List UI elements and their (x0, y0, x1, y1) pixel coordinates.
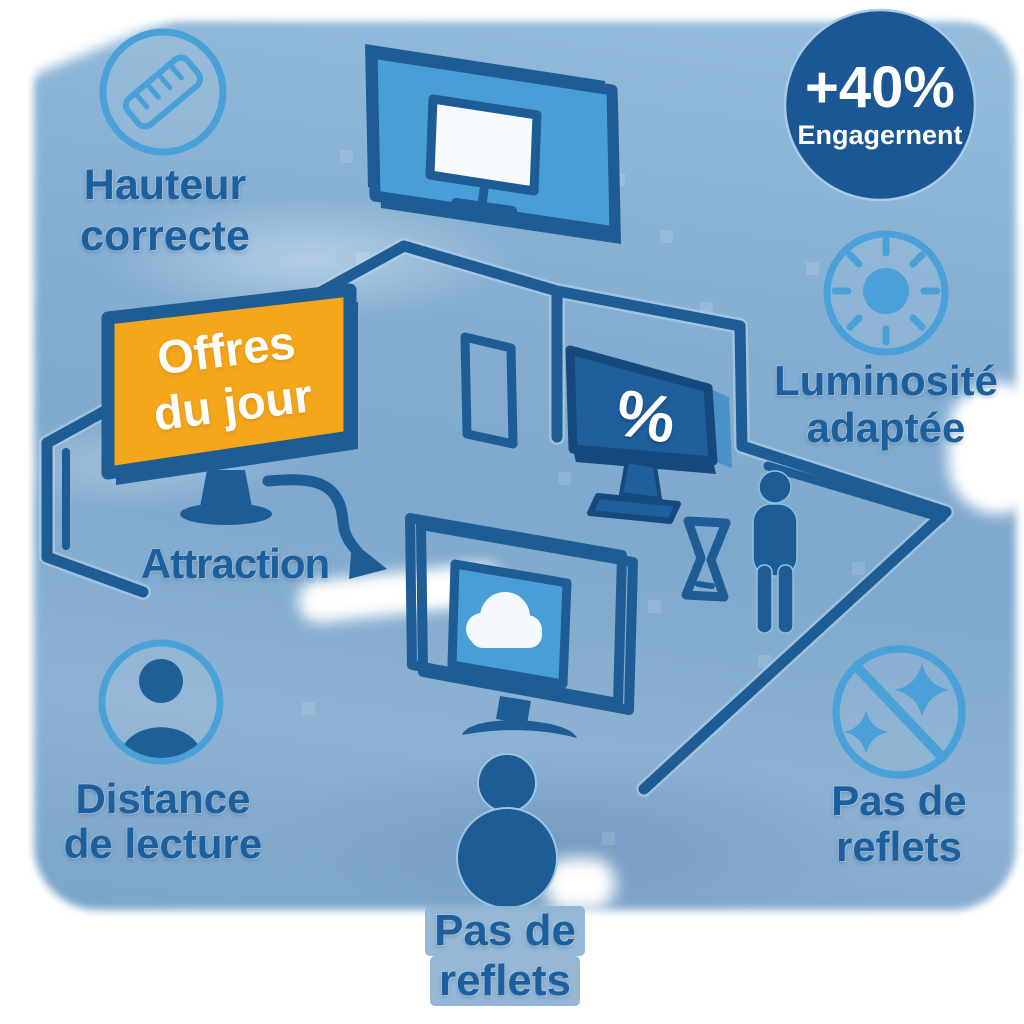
label-adapted-brightness: Luminosité adaptée (766, 357, 1006, 451)
label-line: Luminosité (773, 357, 998, 404)
sun-icon (823, 230, 949, 356)
label-reading-distance: Distance de lecture (38, 776, 288, 866)
ruler-icon (99, 28, 227, 156)
badge-label: Engagernent (797, 120, 963, 150)
label-no-glare-center: Pas de reflets (385, 906, 625, 1006)
label-line: de lecture (63, 820, 263, 867)
crossed-sparkles-icon (832, 645, 966, 779)
label-attraction: Attraction (140, 540, 330, 587)
percent-monitor (565, 345, 732, 524)
person-viewer-back (456, 753, 558, 909)
monitor-pictogram (425, 94, 542, 216)
label-line: reflets (835, 823, 963, 870)
door-panel (460, 332, 518, 449)
cloud-icon (466, 592, 542, 648)
offers-screen (101, 283, 358, 525)
engagement-badge (783, 8, 977, 202)
cloud-monitor (405, 513, 638, 738)
label-line: reflets (429, 956, 581, 1006)
cloud-monitor-base (462, 720, 577, 738)
badge-value: +40% (805, 55, 955, 120)
white-right-notch (948, 382, 1024, 514)
percent-symbol: % (611, 374, 681, 458)
white-top-strip (0, 0, 1024, 20)
arrow-head (349, 541, 387, 579)
attraction-arrow (262, 474, 387, 579)
label-correct-height: Hauteur correcte (40, 160, 290, 262)
floor-back-edge (763, 461, 947, 523)
person-icon (98, 639, 224, 765)
sparkle-small (844, 710, 888, 754)
hourglass-icon (681, 516, 731, 602)
cloud-monitor-stand (496, 696, 531, 724)
left-wall-edge (41, 437, 149, 598)
label-line: Pas de (831, 777, 967, 824)
wall-floor-edge (638, 320, 952, 795)
offers-screen-base (180, 503, 272, 525)
label-line: Distance (75, 775, 251, 822)
wall-display-top (365, 44, 621, 244)
person-standing (752, 470, 798, 634)
percent-monitor-stand (618, 458, 663, 502)
label-line: adaptée (806, 404, 966, 451)
label-line: Pas de (425, 906, 585, 956)
label-line: Hauteur (83, 161, 247, 209)
sparkle-large (895, 663, 949, 717)
percent-monitor-base (587, 493, 681, 524)
offers-screen-stand (200, 470, 252, 507)
engagement-badge-text: +40% Engagernent (785, 10, 975, 200)
label-line: correcte (80, 212, 250, 260)
label-no-glare-right: Pas de reflets (779, 778, 1019, 870)
